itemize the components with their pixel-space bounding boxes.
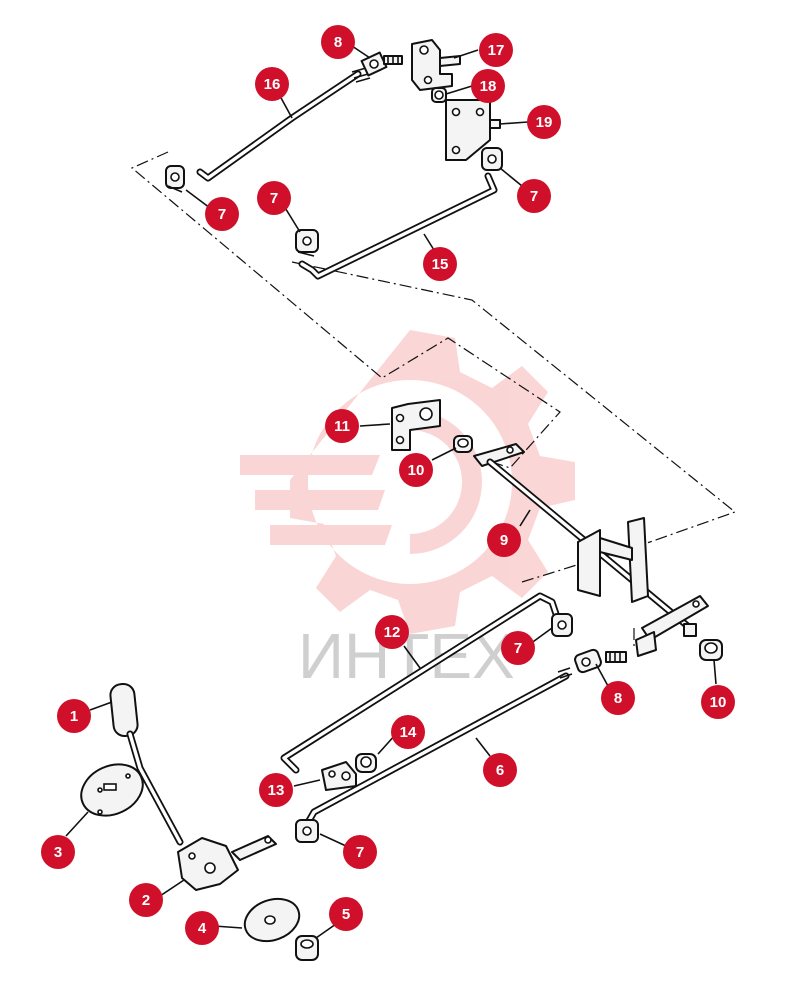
callout-15: 15: [423, 247, 457, 281]
part-17-upper-bracket: [411, 39, 461, 91]
callout-10b: 10: [701, 685, 735, 719]
part-8-lower-ball-joint: [574, 648, 627, 674]
callout-17: 17: [479, 33, 513, 67]
svg-text:8: 8: [614, 690, 622, 707]
callout-8a: 8: [321, 25, 355, 59]
svg-text:19: 19: [536, 114, 553, 131]
callout-19: 19: [527, 105, 561, 139]
callout-5: 5: [329, 897, 363, 931]
callout-7c: 7: [517, 179, 551, 213]
svg-text:16: 16: [264, 76, 281, 93]
callout-11: 11: [325, 409, 359, 443]
svg-text:1: 1: [70, 708, 78, 725]
part-7-clip-upper-left: [165, 165, 185, 193]
svg-text:13: 13: [268, 782, 285, 799]
part-2-lever: [126, 730, 277, 891]
svg-text:2: 2: [142, 892, 150, 909]
part-14-spacer: [355, 753, 377, 773]
svg-text:4: 4: [198, 920, 207, 937]
svg-text:18: 18: [480, 78, 497, 95]
part-11-bracket: [391, 399, 441, 451]
svg-text:5: 5: [342, 906, 350, 923]
callout-10a: 10: [399, 453, 433, 487]
svg-text:7: 7: [270, 190, 278, 207]
callout-7d: 7: [501, 631, 535, 665]
svg-text:7: 7: [356, 844, 364, 861]
callout-1: 1: [57, 699, 91, 733]
svg-text:3: 3: [54, 844, 62, 861]
callout-3: 3: [41, 835, 75, 869]
svg-text:11: 11: [334, 418, 350, 435]
part-10-upper-bushing: [453, 435, 473, 453]
part-10-lower-bushing: [699, 639, 723, 661]
callout-7b: 7: [257, 181, 291, 215]
svg-text:14: 14: [400, 724, 417, 741]
part-3-round-plate: [80, 763, 144, 817]
callout-9: 9: [487, 523, 521, 557]
part-8-upper-ball-joint: [360, 51, 403, 77]
callout-8b: 8: [601, 681, 635, 715]
part-1-handle-grip: [109, 682, 139, 738]
callout-13: 13: [259, 773, 293, 807]
part-18-bushing: [431, 87, 447, 103]
part-5-nut: [295, 935, 319, 961]
svg-text:6: 6: [496, 762, 504, 779]
callout-18: 18: [471, 69, 505, 103]
callout-7a: 7: [205, 197, 239, 231]
part-4-washer: [243, 897, 301, 943]
callout-7e: 7: [343, 835, 377, 869]
part-16-upper-rod: [196, 67, 371, 182]
svg-text:10: 10: [408, 462, 425, 479]
part-7-clip-upper-right: [481, 147, 503, 171]
svg-text:7: 7: [514, 640, 522, 657]
callout-leaders: [65, 45, 717, 939]
part-19-plate: [445, 99, 501, 161]
callout-12: 12: [375, 615, 409, 649]
svg-text:8: 8: [334, 34, 342, 51]
svg-text:7: 7: [530, 188, 538, 205]
part-15-middle-rod: [298, 172, 498, 280]
part-12-long-rod: [280, 592, 560, 774]
part-9-cross-shaft: [473, 443, 709, 657]
svg-text:7: 7: [218, 206, 226, 223]
part-7-clip-middle-left: [295, 229, 319, 257]
svg-text:9: 9: [500, 532, 508, 549]
svg-text:17: 17: [488, 42, 505, 59]
callout-2: 2: [129, 883, 163, 917]
callout-4: 4: [185, 911, 219, 945]
svg-text:15: 15: [432, 256, 449, 273]
svg-text:10: 10: [710, 694, 727, 711]
callout-16: 16: [255, 67, 289, 101]
callout-14: 14: [391, 715, 425, 749]
part-7-clip-lower-right: [551, 613, 573, 637]
callout-6: 6: [483, 753, 517, 787]
part-7-clip-bottom: [295, 819, 319, 843]
part-13-small-bracket: [321, 761, 357, 791]
svg-text:12: 12: [384, 624, 401, 641]
